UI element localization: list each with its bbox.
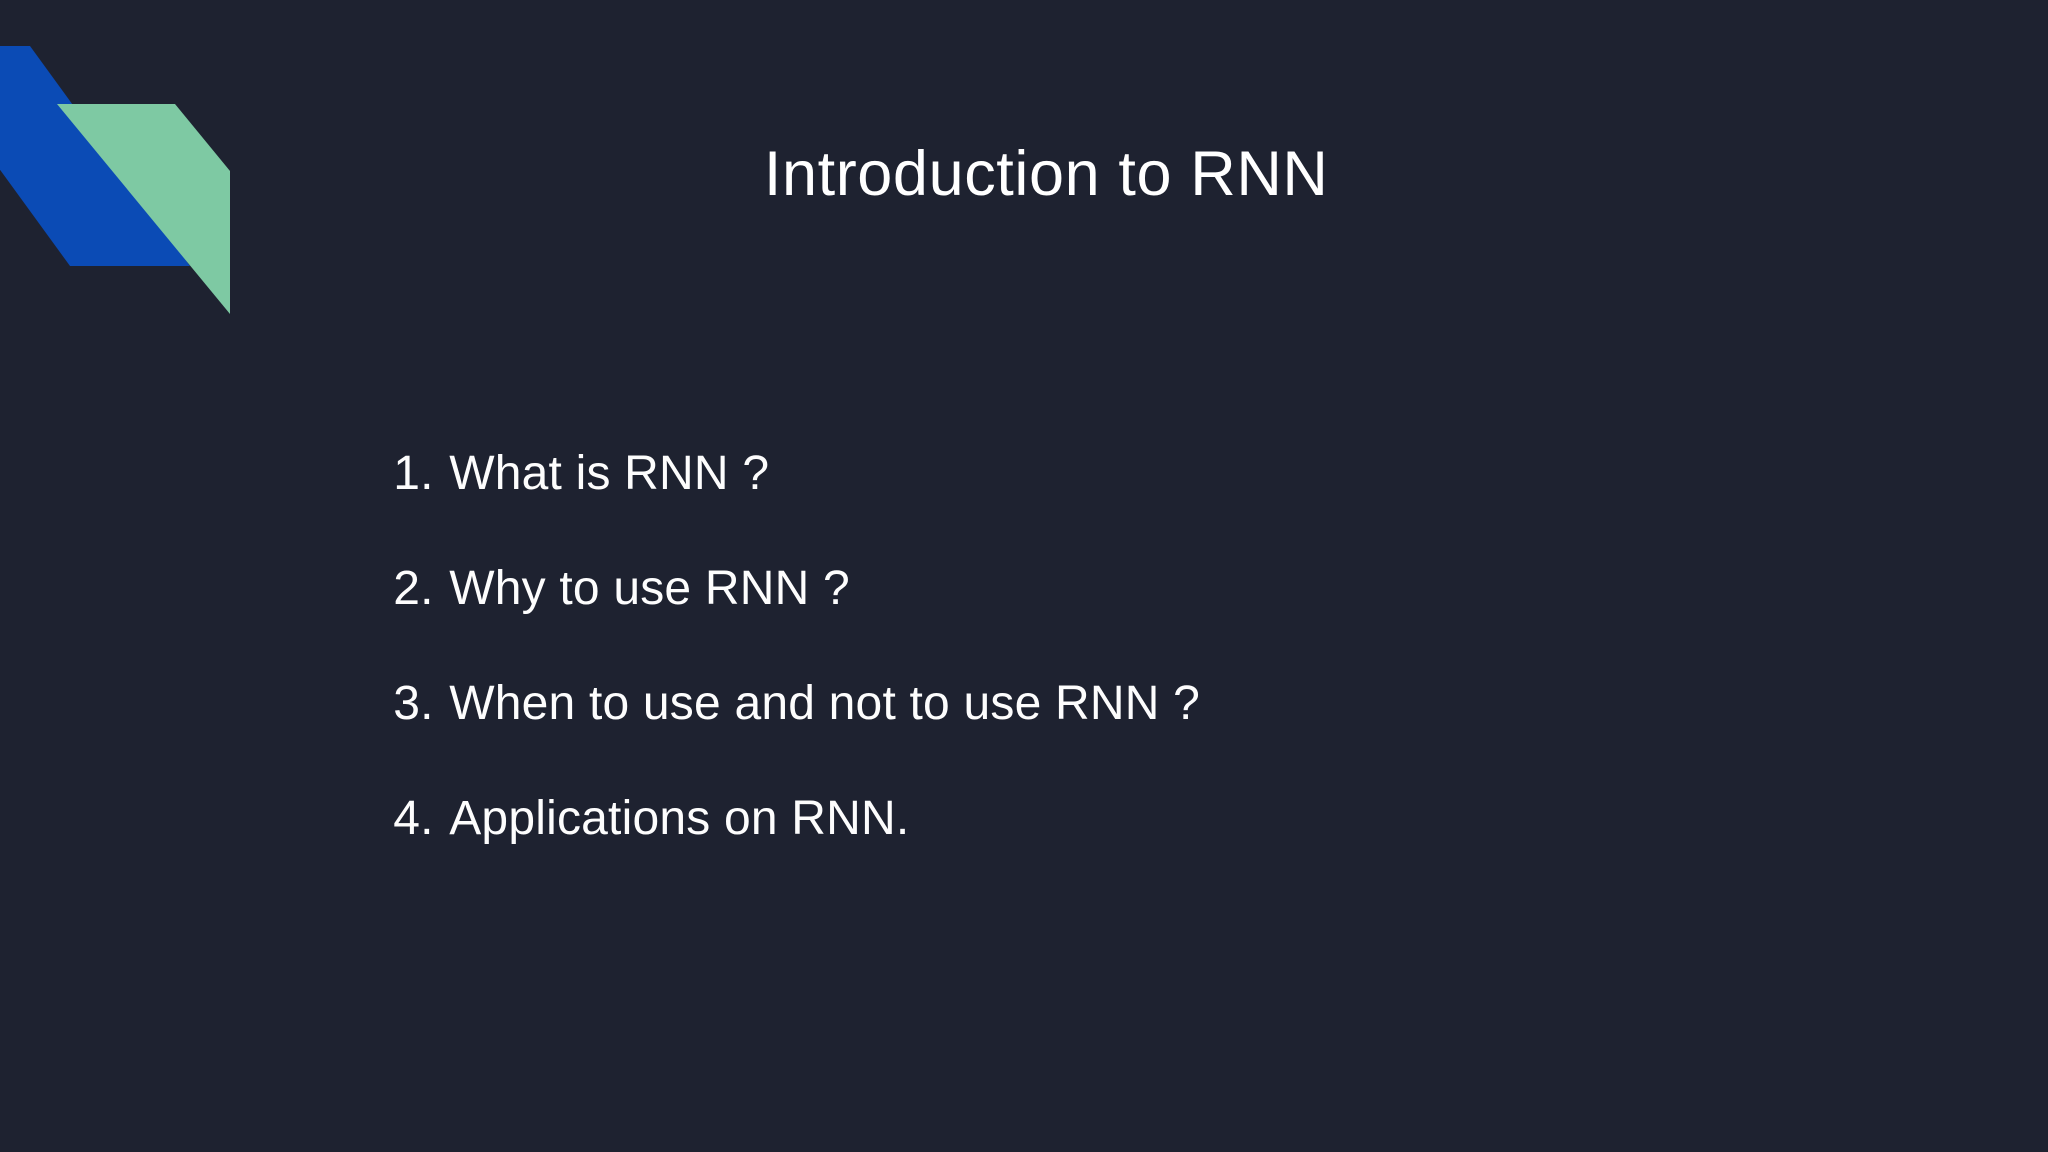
list-item: 2. Why to use RNN ? (312, 481, 1200, 615)
list-item-number: 2. (393, 562, 434, 615)
list-item: 1. What is RNN ? (312, 366, 1200, 500)
list-item-number: 1. (393, 447, 434, 500)
list-item-label: Applications on RNN. (449, 792, 910, 845)
list-item: 3. When to use and not to use RNN ? (312, 596, 1200, 730)
list-item-label: When to use and not to use RNN ? (449, 677, 1201, 730)
agenda-list: 1. What is RNN ? 2. Why to use RNN ? 3. Whe… (312, 366, 1200, 845)
list-item-number: 4. (393, 792, 434, 845)
list-item-number: 3. (393, 677, 434, 730)
list-item-label: What is RNN ? (449, 447, 770, 500)
list-item-label: Why to use RNN ? (449, 562, 850, 615)
page-title: Introduction to RNN (0, 68, 2048, 280)
list-item: 4. Applications on RNN. (312, 711, 1200, 845)
page-title-text: Introduction to RNN (763, 138, 1329, 209)
